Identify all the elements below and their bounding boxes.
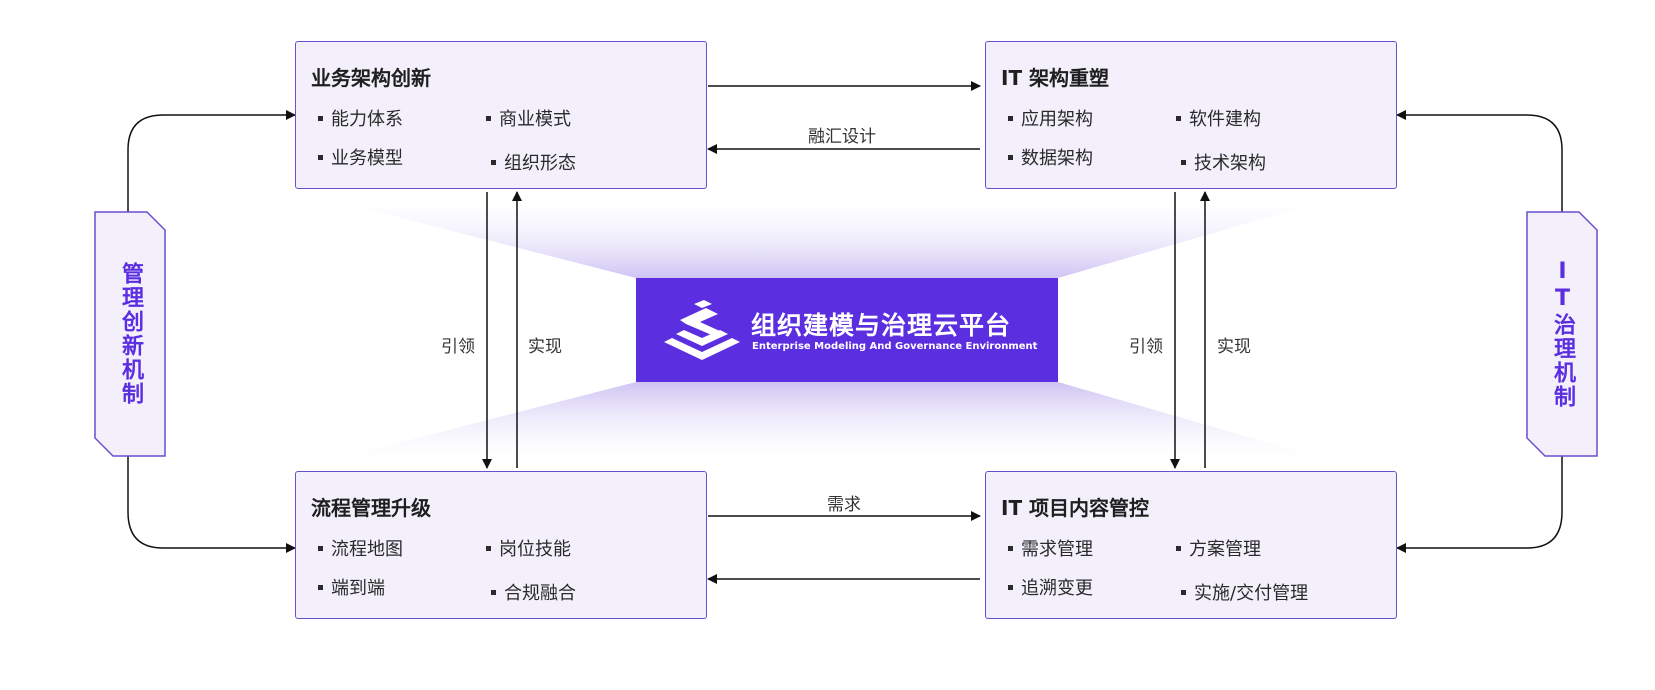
platform-banner[interactable]: 组织建模与治理云平台 Enterprise Modeling And Gover…: [636, 278, 1058, 382]
right-mechanism-tag-shape: [1526, 211, 1598, 457]
it-arch-item-data: 数据架构: [1008, 144, 1093, 170]
process-item-map: 流程地图: [318, 535, 403, 561]
platform-title: 组织建模与治理云平台: [751, 311, 1012, 340]
it-project-item-requirements: 需求管理: [1008, 535, 1093, 561]
process-item-compliance: 合规融合: [491, 579, 576, 605]
business-item-operating-model: 业务模型: [318, 144, 403, 170]
bullet-icon: [491, 589, 496, 595]
it-architecture-title: IT 架构重塑: [1001, 66, 1110, 90]
bullet-icon: [1008, 584, 1013, 590]
left-mechanism-label: 管理创新机制: [118, 262, 143, 406]
it-project-box[interactable]: IT 项目内容管控 需求管理 方案管理 追溯变更 实施/交付管理: [985, 471, 1397, 619]
it-arch-item-software: 软件建构: [1176, 105, 1261, 131]
stacked-layers-e-icon: [664, 300, 740, 360]
bullet-icon: [318, 154, 323, 160]
business-architecture-box[interactable]: 业务架构创新 能力体系 商业模式 业务模型 组织形态: [295, 41, 707, 189]
process-management-title: 流程管理升级: [311, 496, 431, 520]
bullet-icon: [486, 115, 491, 121]
left-mechanism-tag: 管理创新机制: [95, 212, 165, 456]
right-mechanism-tag: IT治理机制: [1527, 212, 1597, 456]
business-item-capability: 能力体系: [318, 105, 403, 131]
arrow-left-mechanism-to-process: [127, 456, 296, 553]
arrow-right-mechanism-to-it-arch: [1396, 110, 1563, 212]
bullet-icon: [1181, 159, 1186, 165]
platform-subtitle: Enterprise Modeling And Governance Envir…: [752, 341, 1038, 352]
it-project-item-delivery: 实施/交付管理: [1181, 579, 1308, 605]
it-arch-item-technology: 技术架构: [1181, 149, 1266, 175]
process-item-end-to-end: 端到端: [318, 574, 385, 600]
business-item-org-form: 组织形态: [491, 149, 576, 175]
arrow-left-mechanism-to-business: [127, 110, 296, 212]
label-left-lead: 引领: [441, 337, 475, 357]
center-glow-top: [300, 192, 1355, 278]
label-right-lead: 引领: [1129, 337, 1163, 357]
bullet-icon: [1176, 115, 1181, 121]
bullet-icon: [486, 545, 491, 551]
business-item-business-model: 商业模式: [486, 105, 571, 131]
bullet-icon: [318, 115, 323, 121]
bullet-icon: [1176, 545, 1181, 551]
process-management-box[interactable]: 流程管理升级 流程地图 岗位技能 端到端 合规融合: [295, 471, 707, 619]
center-glow-bottom: [300, 382, 1355, 468]
it-project-title: IT 项目内容管控: [1001, 496, 1150, 520]
label-requirements: 需求: [827, 495, 861, 515]
business-architecture-title: 业务架构创新: [311, 66, 431, 90]
arrow-right-mechanism-to-it-project: [1396, 456, 1563, 553]
left-mechanism-tag-shape: [94, 211, 166, 457]
label-integrated-design: 融汇设计: [808, 127, 876, 147]
it-project-item-traceability: 追溯变更: [1008, 574, 1093, 600]
process-item-skills: 岗位技能: [486, 535, 571, 561]
bullet-icon: [1181, 589, 1186, 595]
bullet-icon: [1008, 115, 1013, 121]
it-arch-item-application: 应用架构: [1008, 105, 1093, 131]
bullet-icon: [491, 159, 496, 165]
label-left-realize: 实现: [528, 337, 562, 357]
bullet-icon: [318, 584, 323, 590]
bullet-icon: [318, 545, 323, 551]
label-right-realize: 实现: [1217, 337, 1251, 357]
it-project-item-solution: 方案管理: [1176, 535, 1261, 561]
bullet-icon: [1008, 154, 1013, 160]
it-architecture-box[interactable]: IT 架构重塑 应用架构 软件建构 数据架构 技术架构: [985, 41, 1397, 189]
right-mechanism-label: IT治理机制: [1550, 259, 1575, 409]
bullet-icon: [1008, 545, 1013, 551]
